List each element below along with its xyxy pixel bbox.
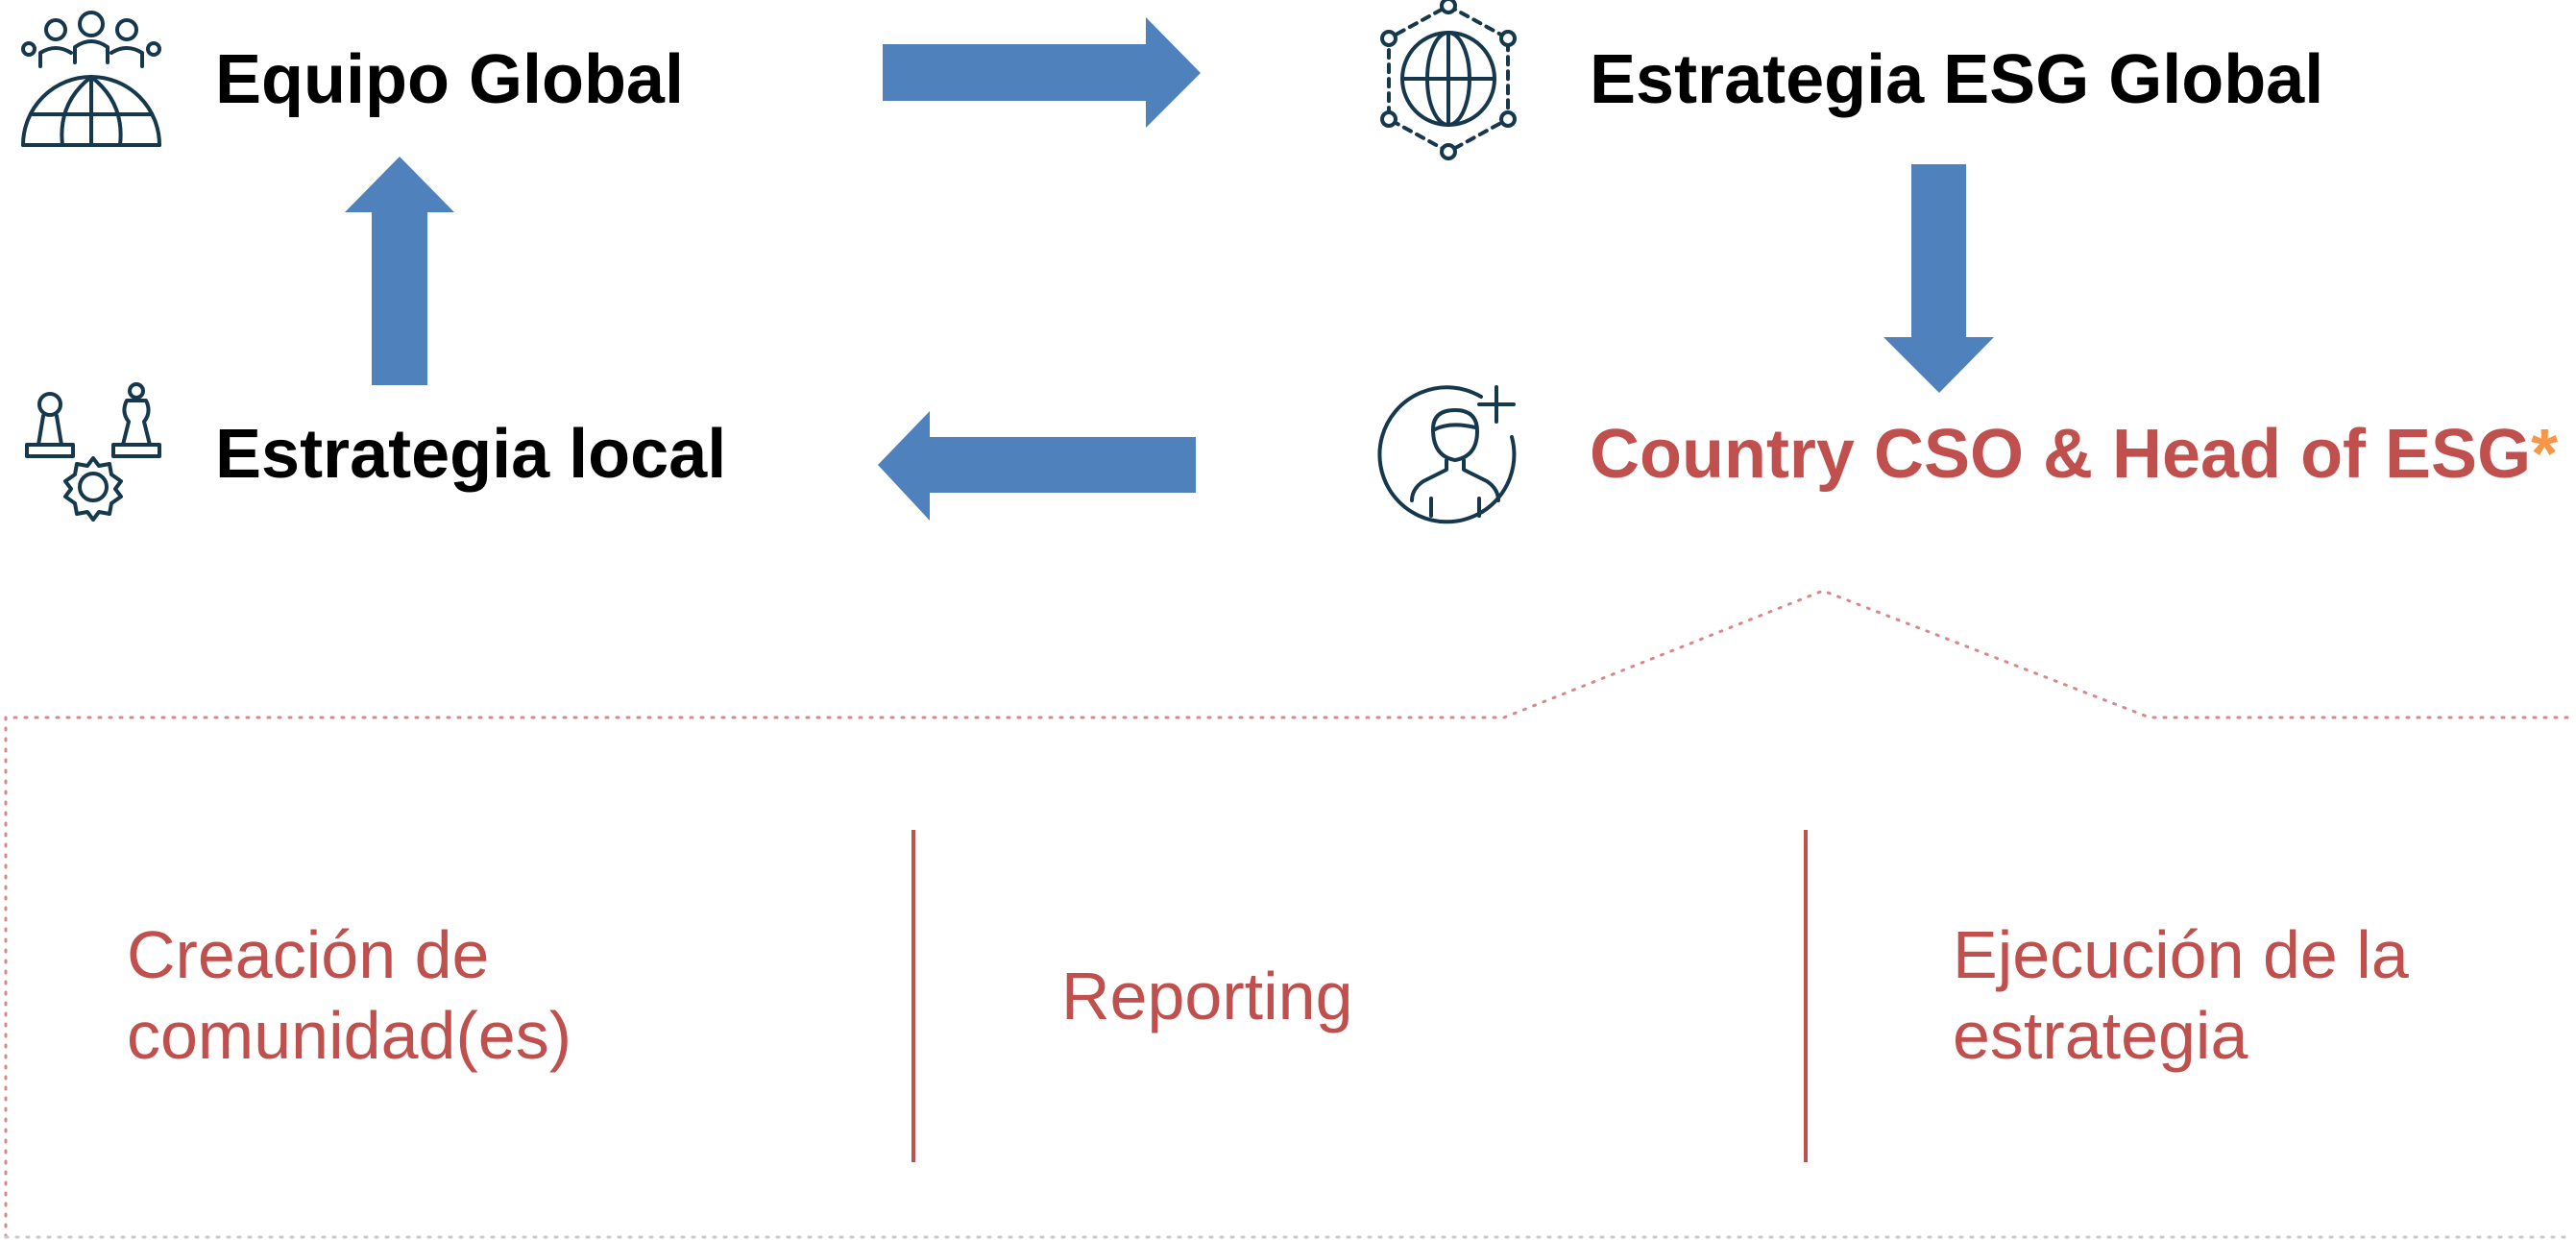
global-team-label: Equipo Global: [215, 41, 684, 118]
function-community-line1: Creación de: [127, 917, 490, 992]
global-team-icon: [21, 11, 161, 147]
country-head-text: Country CSO & Head of ESG: [1590, 416, 2532, 493]
arrow-down: [1883, 164, 1994, 393]
chess-gear-icon: [25, 382, 161, 522]
function-reporting: Reporting: [1061, 959, 1353, 1033]
country-head-label: Country CSO & Head of ESG*: [1590, 420, 2558, 489]
global-strategy-label: Estrategia ESG Global: [1590, 41, 2324, 118]
local-strategy-label: Estrategia local: [215, 416, 727, 493]
arrow-right: [883, 17, 1201, 128]
add-person-icon: [1377, 385, 1517, 524]
function-execution: Ejecución de la estrategia: [1953, 914, 2409, 1076]
function-execution-line1: Ejecución de la: [1953, 917, 2409, 992]
arrow-left: [878, 411, 1196, 521]
function-community-line2: comunidad(es): [127, 998, 571, 1073]
arrow-up: [345, 157, 454, 385]
globe-network-icon: [1380, 0, 1517, 160]
function-community: Creación de comunidad(es): [127, 914, 571, 1076]
asterisk-mark: *: [2531, 416, 2559, 493]
function-execution-line2: estrategia: [1953, 998, 2248, 1073]
